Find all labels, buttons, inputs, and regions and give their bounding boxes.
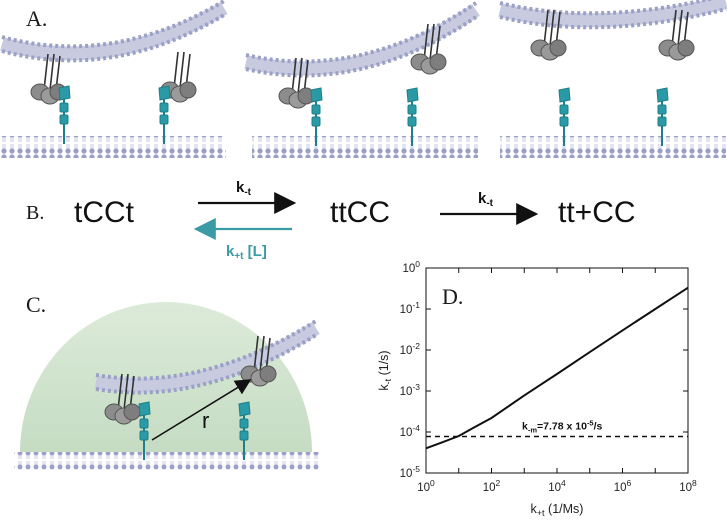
state-tt-plus-cc: tt+CC <box>558 196 636 229</box>
top-membrane-3 <box>498 0 727 28</box>
tick-label: 10-5 <box>400 464 421 480</box>
top-membrane-1 <box>0 1 228 61</box>
plot-frame <box>425 267 689 474</box>
receptor-1a <box>58 85 71 145</box>
km-annotation: k-m=7.78 x 10-5/s <box>522 418 603 434</box>
state-tcct: tCCt <box>74 196 134 229</box>
tick-label: 106 <box>614 478 632 494</box>
rate-chart: 100 102 104 106 108 10-5 10-4 10-3 10-2 10-1100 … <box>377 259 697 518</box>
panel-c-bottom-membrane <box>14 452 320 470</box>
panel-c-top-membrane <box>94 322 320 393</box>
interaction-radius-dome <box>20 302 312 452</box>
distance-label: r <box>202 408 210 433</box>
distance-arrow <box>151 379 252 441</box>
reaction-arrows: k-t k+t [L] k-t <box>193 179 539 262</box>
reverse-rate-1-label: k+t [L] <box>226 243 267 262</box>
tick-label: 100 <box>402 259 420 275</box>
bottom-membrane-3 <box>500 136 726 158</box>
tick-label: 10-1 <box>400 300 421 316</box>
tick-label: 104 <box>548 478 566 494</box>
forward-rate-2-label: k-t <box>478 190 494 209</box>
tick-label: 102 <box>483 478 501 494</box>
tick-label: 108 <box>679 478 697 494</box>
panel-c-illustration <box>14 302 320 470</box>
tick-label: 100 <box>417 478 435 494</box>
y-axis: 10-5 10-4 10-3 10-2 10-1 100 <box>400 259 688 480</box>
x-axis: 100 102 104 106 108 <box>417 268 697 494</box>
kt-curve <box>425 286 689 450</box>
panel-c-label: C. <box>26 292 47 317</box>
receptor-1b <box>158 85 171 145</box>
tick-label: 10-3 <box>400 382 421 398</box>
top-membrane-2 <box>244 4 480 76</box>
panel-a-illustration <box>0 0 727 158</box>
bottom-membrane-1 <box>0 136 226 158</box>
x-axis-label: k+t (1/Ms) <box>531 502 584 518</box>
series-layer <box>425 286 689 450</box>
tick-label: 10-4 <box>400 423 421 439</box>
bottom-membrane-2 <box>252 136 478 158</box>
panel-b-label: B. <box>26 202 45 224</box>
state-ttcc: ttCC <box>330 196 390 229</box>
tick-label: 10-2 <box>400 341 421 357</box>
y-axis-label: k-t (1/s) <box>377 350 393 390</box>
panel-d-label: D. <box>442 284 464 309</box>
panel-a-label: A. <box>26 6 48 31</box>
forward-rate-1-label: k-t <box>236 179 252 198</box>
